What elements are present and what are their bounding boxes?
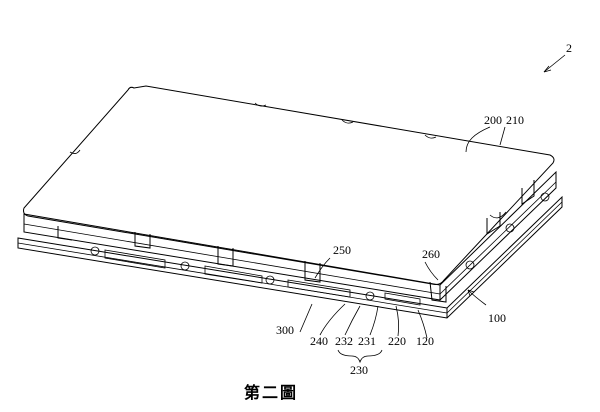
cover-top-plate bbox=[23, 85, 555, 285]
label-210: 210 bbox=[506, 113, 524, 127]
front-clips bbox=[57, 226, 421, 306]
cover-side-wall bbox=[23, 170, 557, 301]
corner-detail bbox=[429, 281, 447, 303]
label-240: 240 bbox=[310, 334, 328, 348]
label-231: 231 bbox=[358, 334, 376, 348]
label-2: 2 bbox=[566, 41, 572, 55]
reference-labels: 2 200 210 250 260 100 300 240 232 231 22… bbox=[276, 41, 572, 377]
label-230: 230 bbox=[350, 363, 368, 377]
label-300: 300 bbox=[276, 323, 294, 337]
leader-lines bbox=[299, 54, 566, 364]
figure-caption: 第二圖 bbox=[244, 383, 298, 402]
label-200: 200 bbox=[484, 113, 502, 127]
label-232: 232 bbox=[335, 334, 353, 348]
right-clips bbox=[465, 180, 550, 270]
label-100: 100 bbox=[488, 311, 506, 325]
label-260: 260 bbox=[422, 247, 440, 261]
label-220: 220 bbox=[388, 334, 406, 348]
label-120: 120 bbox=[416, 334, 434, 348]
label-250: 250 bbox=[333, 243, 351, 257]
base-plate bbox=[17, 195, 563, 319]
